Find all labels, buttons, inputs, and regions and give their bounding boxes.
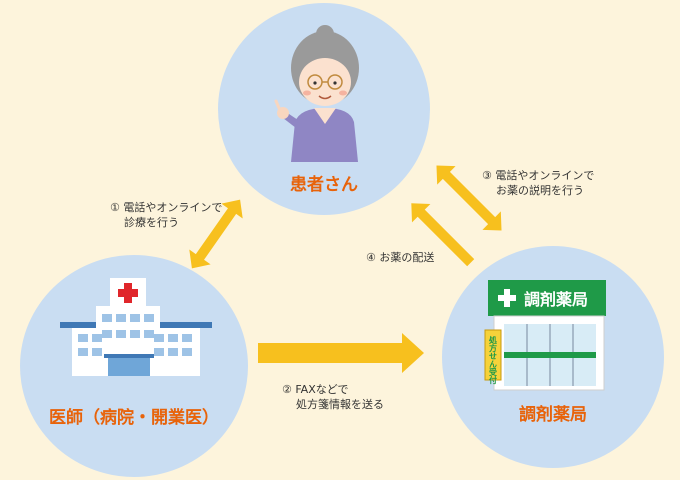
- patient-label: 患者さん: [290, 175, 358, 195]
- elderly-woman-icon: [274, 25, 359, 162]
- pharmacy-sign-text: 調剤薬局: [524, 290, 588, 309]
- prescription-noren-text: 処方せん受付: [488, 335, 498, 385]
- step-2-line1: ② FAXなどで: [282, 383, 349, 396]
- step-1-caption: ① 電話やオンラインで 診療を行う: [110, 200, 222, 230]
- step-2-caption: ② FAXなどで 処方箋情報を送る: [282, 382, 384, 412]
- pharmacy-store-icon: 調剤薬局 処方せん受付: [484, 280, 606, 391]
- arrow-pharmacy-patient-explain: [436, 165, 502, 231]
- arrow-prescription: [258, 333, 424, 373]
- step-3-caption: ③ 電話やオンラインで お薬の説明を行う: [482, 168, 594, 198]
- step-1-line2: 診療を行う: [124, 216, 179, 229]
- pharmacy-label: 調剤薬局: [519, 405, 587, 425]
- arrow-delivery: [411, 203, 475, 267]
- step-2-line2: 処方箋情報を送る: [296, 398, 384, 411]
- step-3-line1: ③ 電話やオンラインで: [482, 169, 595, 182]
- step-1-line1: ① 電話やオンラインで: [110, 201, 223, 214]
- arrow-doctor-patient: [189, 199, 243, 269]
- step-4-line1: ④ お薬の配送: [366, 251, 435, 264]
- hospital-label: 医師（病院・開業医）: [49, 408, 219, 428]
- hospital-building-icon: [60, 278, 212, 376]
- step-3-line2: お薬の説明を行う: [496, 184, 584, 197]
- step-4-caption: ④ お薬の配送: [366, 250, 434, 265]
